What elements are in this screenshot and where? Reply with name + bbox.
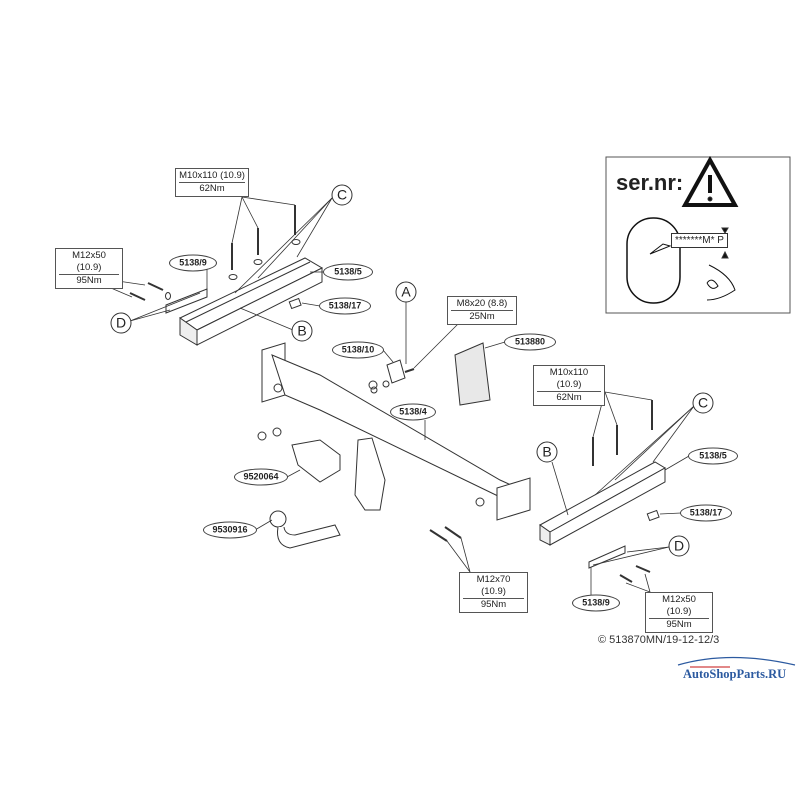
serial-number-format: *******M* P (671, 233, 728, 248)
bolt-torque: 62Nm (556, 392, 582, 403)
bolt-spec-bracket: M8x20 (8.8)25Nm (447, 296, 517, 325)
bolt-size: M10x110 (10.9) (179, 170, 245, 183)
left-bolts (129, 205, 296, 301)
bolt-spec-right-top: M10x110 (10.9)62Nm (533, 365, 605, 406)
part-label-washer-right: 5138/17 (680, 504, 732, 522)
crossbeam (261, 342, 531, 521)
leader-lines (82, 196, 695, 595)
watermark-swoosh (677, 656, 796, 666)
part-label-crossbeam: 5138/4 (390, 403, 436, 421)
bolt-spec-center: M12x70 (10.9)95Nm (459, 572, 528, 613)
left-plate (165, 288, 208, 314)
part-label-washer-left: 5138/17 (319, 297, 371, 315)
left-washers (165, 239, 302, 310)
eye-icon (706, 264, 736, 301)
ref-b-right: B (536, 441, 558, 463)
ref-c-right: C (692, 392, 714, 414)
bolt-torque: 25Nm (469, 311, 495, 322)
kit-bag (454, 342, 491, 406)
bolt-spec-left-top: M10x110 (10.9)62Nm (175, 168, 249, 197)
bolt-size: M12x70 (10.9) (463, 574, 524, 599)
bolt-torque: 95Nm (666, 619, 692, 630)
watermark-logo: AutoShopParts.RU (683, 667, 787, 681)
part-label-rail-left: 5138/5 (323, 263, 373, 281)
part-label-towball: 9530916 (203, 521, 257, 539)
bolt-size: M10x110 (10.9) (537, 367, 601, 392)
part-label-rail-right: 5138/5 (688, 447, 738, 465)
ref-d-left: D (110, 312, 132, 334)
serial-label: ser.nr: (616, 170, 684, 195)
copyright: © 513870MN/19-12-12/3 (598, 634, 720, 646)
left-rail (179, 257, 324, 346)
bracket-5138-10 (370, 359, 415, 394)
part-label-plate-left: 5138/9 (169, 254, 217, 272)
towball (269, 510, 341, 549)
bolt-spec-right-side: M12x50 (10.9)95Nm (645, 592, 713, 633)
part-label-bracket: 5138/10 (332, 341, 384, 359)
part-label-kit: 513880 (504, 333, 556, 351)
serial-plate-outline (626, 217, 681, 304)
center-bolts (429, 526, 462, 542)
bolt-size: M8x20 (8.8) (451, 298, 513, 311)
part-label-plate-right: 5138/9 (572, 594, 620, 612)
right-rail (539, 461, 666, 546)
ref-d-right: D (668, 535, 690, 557)
socket-plate (291, 439, 341, 483)
right-plate (588, 545, 626, 569)
ref-c-left: C (331, 184, 353, 206)
bolt-torque: 62Nm (199, 183, 225, 194)
bolt-torque: 95Nm (76, 275, 102, 286)
bolt-size: M12x50 (10.9) (59, 250, 119, 275)
bolt-size: M12x50 (10.9) (649, 594, 709, 619)
part-label-socket-plate: 9520064 (234, 468, 288, 486)
bolt-torque: 95Nm (480, 599, 507, 610)
right-bolts (592, 400, 653, 583)
bolt-spec-left-side: M12x50 (10.9)95Nm (55, 248, 123, 289)
ref-b-left: B (291, 320, 313, 342)
ref-a: A (395, 281, 417, 303)
